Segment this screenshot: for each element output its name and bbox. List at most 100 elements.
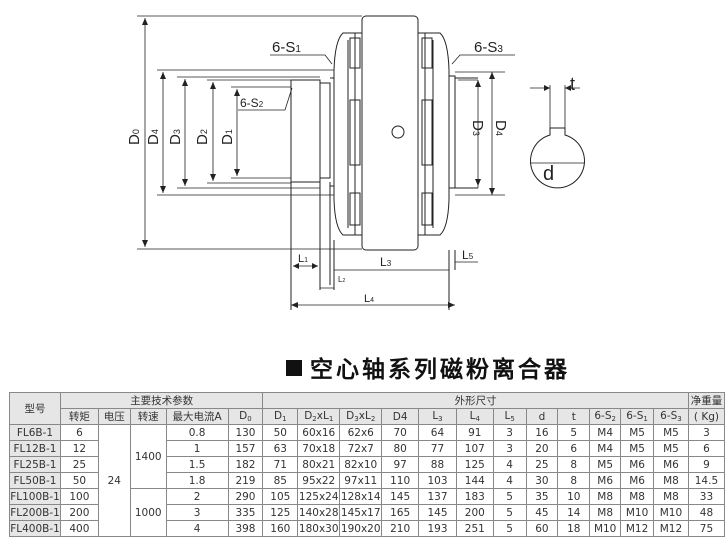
data-cell: M10 [653,504,689,521]
data-cell: 145 [381,488,420,505]
data-cell: 12 [59,440,99,457]
header-weight: 净重量 [687,392,725,409]
data-cell: 6 [687,440,725,457]
data-cell: 335 [227,504,264,521]
clutch-body [361,15,419,251]
data-cell: 398 [227,520,264,537]
data-cell: 72x7 [339,440,383,457]
data-cell: 160 [262,520,299,537]
data-cell: 25 [59,456,99,473]
data-cell: 2 [165,488,229,505]
data-cell: 105 [262,488,299,505]
data-cell: 110 [381,472,420,489]
model-cell: FL6B-1 [9,424,61,441]
data-cell: 95x22 [297,472,341,489]
model-cell: FL200B-1 [9,504,61,521]
data-cell: 210 [381,520,420,537]
shaft-end-view [530,85,585,189]
data-cell: M5 [589,456,622,473]
data-cell: 80x21 [297,456,341,473]
header-model: 型号 [9,392,61,425]
data-cell: 75 [687,520,725,537]
data-cell: 85 [262,472,299,489]
column-header: 电压 [97,408,131,425]
data-cell: 97 [381,456,420,473]
column-header: d [525,408,559,425]
header-dimensions: 外形尺寸 [262,392,689,409]
data-cell: 1.5 [165,456,229,473]
clutch-technical-drawing: D0 D4 D3 D2 D1 D3 D4 6-S1 6-S3 6-S2 L1 L… [126,15,585,310]
data-cell: M12 [620,520,655,537]
data-cell: 182 [227,456,264,473]
right-flange [418,32,450,236]
data-cell: 30 [525,472,559,489]
data-cell: 8 [557,456,591,473]
column-header: 转速 [129,408,167,425]
data-cell: 9 [687,456,725,473]
label-right-D4: D4 [492,120,509,136]
data-cell: 62x6 [339,424,383,441]
square-bullet-icon [286,360,302,376]
column-header: L5 [492,408,527,425]
label-L3: L3 [380,255,392,269]
data-cell: 6 [557,440,591,457]
data-cell: 140x28 [297,504,341,521]
column-header: D3xL2 [339,408,383,425]
data-cell: 20 [525,440,559,457]
left-flange [333,32,362,236]
data-cell: 91 [455,424,494,441]
label-D0: D0 [126,129,143,145]
data-cell: 80 [381,440,420,457]
column-header: D2xL1 [297,408,341,425]
data-cell: 88 [418,456,457,473]
data-cell: 1 [165,440,229,457]
body-hole [391,125,405,139]
column-header: D0 [227,408,264,425]
column-header: L3 [418,408,457,425]
page-title: 空心轴系列磁粉离合器 [286,350,570,384]
data-cell: 3 [687,424,725,441]
data-cell: M12 [653,520,689,537]
header-tech-params: 主要技术参数 [59,392,264,409]
model-cell: FL100B-1 [9,488,61,505]
column-header: L4 [455,408,494,425]
column-header: t [557,408,591,425]
data-cell: 60x16 [297,424,341,441]
label-6-S1: 6-S1 [272,39,301,56]
data-cell: 45 [525,504,559,521]
label-L1: L1 [298,253,308,265]
data-cell: 6 [59,424,99,441]
label-t: t [570,74,575,94]
data-cell: M6 [620,456,655,473]
speed-cell: 1000 [129,488,167,537]
data-cell: 5 [492,520,527,537]
model-cell: FL50B-1 [9,472,61,489]
data-cell: 219 [227,472,264,489]
data-cell: 4 [165,520,229,537]
data-cell: 35 [525,488,559,505]
data-cell: 103 [418,472,457,489]
column-header: 转矩 [59,408,99,425]
data-cell: 5 [492,504,527,521]
data-cell: 77 [418,440,457,457]
data-cell: 100 [59,488,99,505]
data-cell: 33 [687,488,725,505]
label-L2: L2 [338,275,345,284]
label-D4: D4 [145,129,162,145]
label-d: d [543,163,554,185]
column-header: D4 [381,408,420,425]
data-cell: 3 [492,440,527,457]
data-cell: 137 [418,488,457,505]
label-L4: L4 [364,293,374,305]
data-cell: 60 [525,520,559,537]
label-6-S3: 6-S3 [474,39,503,56]
data-cell: 97x11 [339,472,383,489]
data-cell: M5 [653,424,689,441]
data-cell: 190x20 [339,520,383,537]
data-cell: 3 [492,424,527,441]
